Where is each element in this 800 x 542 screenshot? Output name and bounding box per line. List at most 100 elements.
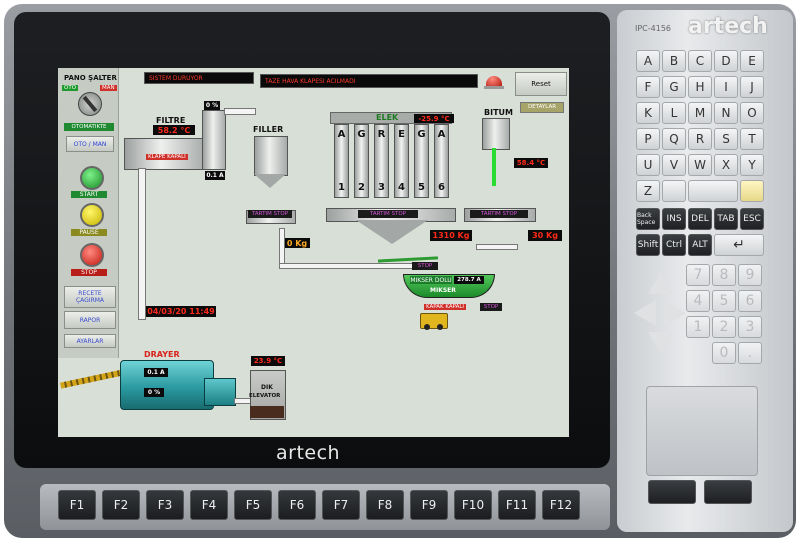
- backspace-key[interactable]: Back Space: [636, 208, 660, 230]
- start-lamp[interactable]: [80, 166, 104, 190]
- key-fn[interactable]: [662, 180, 686, 202]
- mixer-full-status: MIKSER DOLU: [410, 276, 452, 284]
- agrega-weight-display: 1310 Kg: [430, 230, 472, 241]
- datetime-display: 04/03/20 11:49: [146, 306, 216, 317]
- f8-key[interactable]: F8: [366, 490, 404, 520]
- arrow-up-icon[interactable]: [648, 272, 674, 294]
- arrow-down-icon[interactable]: [648, 332, 674, 354]
- mixer-label: MIKSER: [430, 287, 456, 294]
- key-r[interactable]: R: [688, 128, 712, 150]
- f9-key[interactable]: F9: [410, 490, 448, 520]
- recete-button[interactable]: RECETE ÇAGIRMA: [64, 286, 116, 308]
- bitum-weight-display: 30 Kg: [528, 230, 562, 241]
- f2-key[interactable]: F2: [102, 490, 140, 520]
- num-0-key[interactable]: 0: [712, 342, 736, 364]
- num-6-key[interactable]: 6: [738, 290, 762, 312]
- f1-key[interactable]: F1: [58, 490, 96, 520]
- num-1-key[interactable]: 1: [686, 316, 710, 338]
- tab-key[interactable]: TAB: [714, 208, 738, 230]
- key-c[interactable]: C: [688, 50, 712, 72]
- touchpad[interactable]: [646, 386, 758, 476]
- enter-key[interactable]: ↵: [714, 234, 764, 256]
- key-h[interactable]: H: [688, 76, 712, 98]
- mixer-lid-status: KAPAK KAPALI: [424, 304, 467, 310]
- key-o[interactable]: O: [740, 102, 764, 124]
- key-u[interactable]: U: [636, 154, 660, 176]
- key-t[interactable]: T: [740, 128, 764, 150]
- selector-switch-icon[interactable]: [78, 92, 102, 116]
- num-5-key[interactable]: 5: [712, 290, 736, 312]
- key-m[interactable]: M: [688, 102, 712, 124]
- ctrl-key[interactable]: Ctrl: [662, 234, 686, 256]
- touchpad-right-button[interactable]: [704, 480, 752, 504]
- key-s[interactable]: S: [714, 128, 738, 150]
- key-v[interactable]: V: [662, 154, 686, 176]
- space-key[interactable]: [688, 180, 738, 202]
- reset-button[interactable]: Reset: [515, 72, 567, 96]
- key-f[interactable]: F: [636, 76, 660, 98]
- shift-key[interactable]: Shift: [636, 234, 660, 256]
- ins-key[interactable]: INS: [662, 208, 686, 230]
- num-2-key[interactable]: 2: [712, 316, 736, 338]
- f11-key[interactable]: F11: [498, 490, 536, 520]
- touchpad-left-button[interactable]: [648, 480, 696, 504]
- key-k[interactable]: K: [636, 102, 660, 124]
- bitum-tartim-status: TARTIM STOP: [470, 210, 528, 218]
- alt-key[interactable]: ALT: [688, 234, 712, 256]
- pause-lamp[interactable]: [80, 203, 104, 227]
- key-j[interactable]: J: [740, 76, 764, 98]
- num-8-key[interactable]: 8: [712, 264, 736, 286]
- rapor-button[interactable]: RAPOR: [64, 311, 116, 329]
- dryer-conveyor: [60, 369, 124, 389]
- num-dot-key[interactable]: .: [738, 342, 762, 364]
- arrow-left-icon[interactable]: [634, 300, 656, 326]
- key-e[interactable]: E: [740, 50, 764, 72]
- key-fn2[interactable]: [740, 180, 764, 202]
- f7-key[interactable]: F7: [322, 490, 360, 520]
- filtre-duct: [138, 168, 146, 320]
- key-z[interactable]: Z: [636, 180, 660, 202]
- detaylar-button[interactable]: DETAYLAR: [520, 102, 564, 113]
- key-l[interactable]: L: [662, 102, 686, 124]
- del-key[interactable]: DEL: [688, 208, 712, 230]
- key-x[interactable]: X: [714, 154, 738, 176]
- f5-key[interactable]: F5: [234, 490, 272, 520]
- bitum-temp-display: 58.4 °C: [514, 158, 548, 168]
- key-w[interactable]: W: [688, 154, 712, 176]
- esc-key[interactable]: ESC: [740, 208, 764, 230]
- pano-salter-title: PANO ŞALTER: [64, 74, 117, 82]
- key-i[interactable]: I: [714, 76, 738, 98]
- key-n[interactable]: N: [714, 102, 738, 124]
- ayarlar-button[interactable]: AYARLAR: [64, 334, 116, 348]
- key-b[interactable]: B: [662, 50, 686, 72]
- num-3-key[interactable]: 3: [738, 316, 762, 338]
- f10-key[interactable]: F10: [454, 490, 492, 520]
- f3-key[interactable]: F3: [146, 490, 184, 520]
- f6-key[interactable]: F6: [278, 490, 316, 520]
- key-y[interactable]: Y: [740, 154, 764, 176]
- stop-lamp[interactable]: [80, 243, 104, 267]
- key-q[interactable]: Q: [662, 128, 686, 150]
- filtre-temp-display: 58.2 °C: [153, 125, 195, 135]
- f12-key[interactable]: F12: [542, 490, 580, 520]
- scada-screen: PANO ŞALTER OTO MAN OTOMATIKTE OTO / MAN…: [58, 68, 569, 437]
- filtre-to-filler-pipe: [224, 108, 256, 115]
- keypad-brand-logo: artech: [688, 14, 768, 39]
- num-4-key[interactable]: 4: [686, 290, 710, 312]
- key-d[interactable]: D: [714, 50, 738, 72]
- system-status-bar: SISTEM DURUYOR: [144, 72, 254, 84]
- filler-to-mixer-pipe: [279, 263, 431, 269]
- arrow-right-icon[interactable]: [664, 300, 686, 326]
- key-g[interactable]: G: [662, 76, 686, 98]
- key-p[interactable]: P: [636, 128, 660, 150]
- elek-temp-display: -25.9 °C: [414, 114, 454, 123]
- mode-status-label: OTOMATIKTE: [64, 123, 114, 131]
- filler-cone: [254, 174, 286, 188]
- f4-key[interactable]: F4: [190, 490, 228, 520]
- num-9-key[interactable]: 9: [738, 264, 762, 286]
- filler-weight-display: 0 Kg: [284, 238, 310, 248]
- oto-man-button[interactable]: OTO / MAN: [66, 136, 114, 152]
- key-a[interactable]: A: [636, 50, 660, 72]
- num-7-key[interactable]: 7: [686, 264, 710, 286]
